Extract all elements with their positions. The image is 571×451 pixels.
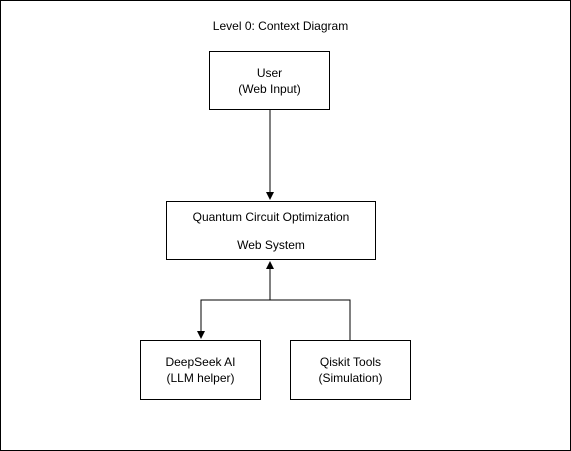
edge-qiskit-to-system bbox=[266, 261, 351, 340]
node-user-sublabel: (Web Input) bbox=[238, 81, 301, 96]
node-user: User (Web Input) bbox=[209, 51, 330, 110]
node-web-system-label: Quantum Circuit Optimization bbox=[192, 209, 350, 224]
node-deepseek-sublabel: (LLM helper) bbox=[166, 371, 235, 385]
edge-system-to-deepseek bbox=[197, 299, 270, 339]
diagram-title: Level 0: Context Diagram bbox=[212, 19, 349, 33]
node-deepseek-label: DeepSeek AI bbox=[165, 355, 236, 369]
node-qiskit-tools: Qiskit Tools (Simulation) bbox=[290, 340, 411, 400]
node-qiskit-sublabel: (Simulation) bbox=[318, 371, 383, 385]
node-web-system-sublabel: Web System bbox=[237, 237, 305, 252]
node-qiskit-label: Qiskit Tools bbox=[319, 355, 382, 369]
node-deepseek-ai: DeepSeek AI (LLM helper) bbox=[140, 340, 261, 400]
node-user-label: User bbox=[256, 65, 283, 80]
node-web-system: Quantum Circuit Optimization Web System bbox=[166, 201, 376, 260]
